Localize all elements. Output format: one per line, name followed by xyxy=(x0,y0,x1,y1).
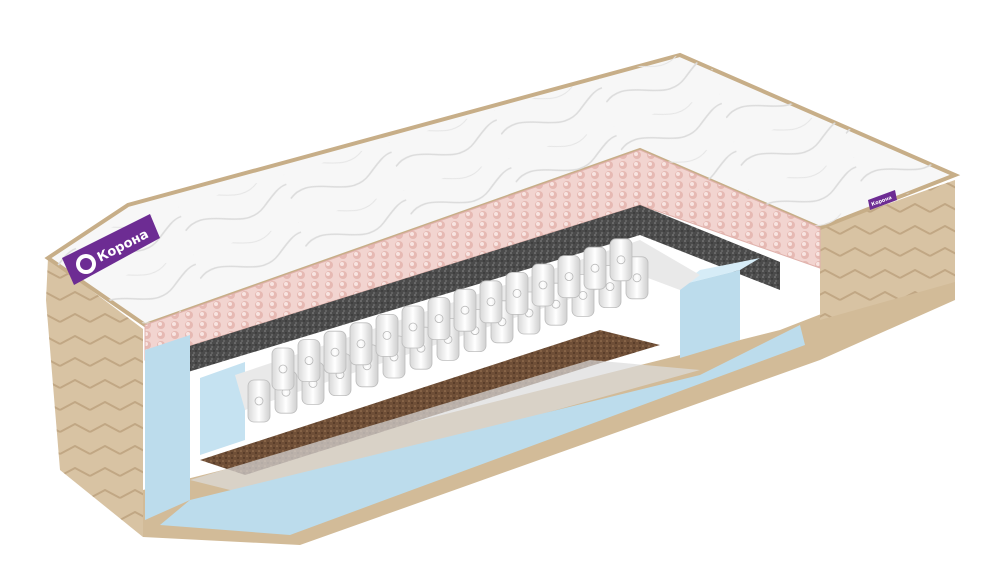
spring-logo-icon xyxy=(590,263,600,273)
pocket-spring xyxy=(271,347,295,391)
spring-logo-icon xyxy=(382,330,392,340)
spring-logo-icon xyxy=(408,322,418,332)
pocket-spring xyxy=(557,255,581,299)
spring-logo-icon xyxy=(304,356,314,366)
spring-logo-icon xyxy=(605,282,615,292)
pocket-spring-block xyxy=(235,238,700,423)
spring-logo-icon xyxy=(356,339,366,349)
spring-logo-icon xyxy=(460,305,470,315)
pocket-spring xyxy=(505,271,529,315)
pocket-spring xyxy=(247,379,271,423)
pocket-spring xyxy=(349,322,373,366)
pocket-spring xyxy=(375,313,399,357)
spring-logo-icon xyxy=(278,364,288,374)
base-foam xyxy=(160,325,805,535)
spring-logo-icon xyxy=(330,347,340,357)
spring-logo-icon xyxy=(616,255,626,265)
pocket-spring xyxy=(401,305,425,349)
spring-logo-icon xyxy=(486,297,496,307)
spring-logo-icon xyxy=(564,272,574,282)
pocket-spring xyxy=(297,339,321,383)
pocket-spring xyxy=(609,238,633,282)
spring-logo-icon xyxy=(538,280,548,290)
pocket-spring xyxy=(427,297,451,341)
pocket-spring xyxy=(453,288,477,332)
pocket-spring xyxy=(583,246,607,290)
spring-logo-icon xyxy=(632,273,642,283)
spring-logo-icon xyxy=(434,314,444,324)
spring-logo-icon xyxy=(254,396,264,406)
pocket-spring xyxy=(531,263,555,307)
spring-logo-icon xyxy=(512,288,522,298)
pocket-spring xyxy=(479,280,503,324)
coconut-coir xyxy=(190,330,700,495)
pocket-spring xyxy=(323,330,347,374)
foam-perimeter xyxy=(145,258,760,520)
